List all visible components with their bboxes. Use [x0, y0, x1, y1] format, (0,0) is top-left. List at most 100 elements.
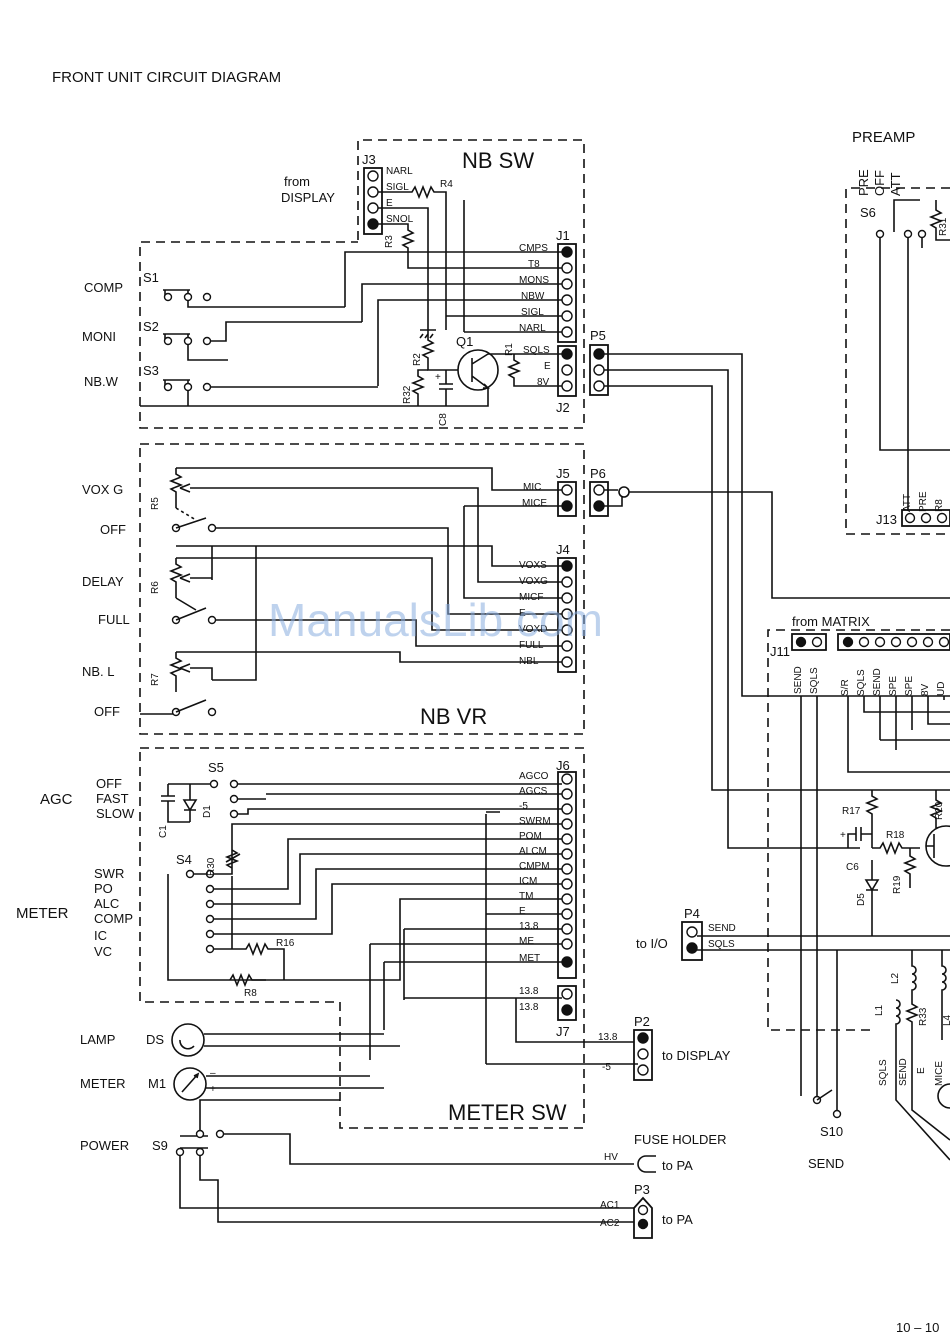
- r17-label: R17: [842, 806, 861, 817]
- nbl-label: NB. L: [82, 664, 115, 679]
- fuse-holder-note: FUSE HOLDER: [634, 1132, 726, 1147]
- j6-pin-label: TM: [519, 891, 533, 902]
- s2-switch: [163, 333, 212, 346]
- l4-inductor: [941, 950, 947, 1040]
- r8-label: R8: [244, 988, 257, 999]
- ic-label: IC: [94, 928, 107, 943]
- r31-label: R31: [938, 217, 949, 236]
- s3-label: S3: [143, 363, 159, 378]
- p2-connector: P2 13.8 -5 to DISPLAY: [486, 1014, 731, 1081]
- j3-pin-label: SNOL: [386, 214, 414, 225]
- j6-pin-label: ALCM: [519, 846, 547, 857]
- j1-pin-label: T8: [528, 259, 540, 270]
- page-number: 10 – 10: [896, 1320, 939, 1335]
- j3-connector: [363, 167, 383, 235]
- br-pin-label: SEND: [898, 1058, 909, 1086]
- matrix-pin-label: SPE: [904, 676, 915, 696]
- j6-label: J6: [556, 758, 570, 773]
- j5-pin-label: MIC: [523, 482, 541, 493]
- c6-capacitor: [847, 827, 872, 848]
- r20-label: R20: [934, 801, 945, 820]
- matrix-pin-label: UD: [936, 682, 947, 696]
- j2-label: J2: [556, 400, 570, 415]
- j2-pin-label: SQLS: [523, 345, 550, 356]
- matrix-pin-label: SPE: [888, 676, 899, 696]
- power-switch-s9: [175, 1129, 225, 1157]
- fuse-pin-label: HV: [604, 1152, 618, 1163]
- d1-diode: [182, 784, 198, 822]
- agc-fast-label: FAST: [96, 791, 129, 806]
- br-pin-label: E: [916, 1067, 927, 1074]
- r6-label: R6: [150, 581, 161, 594]
- meter-lbl: METER: [80, 1076, 126, 1091]
- r3-label: R3: [384, 235, 395, 248]
- j6-pin-label: SWRM: [519, 816, 551, 827]
- fuse-holder: FUSE HOLDER HV to PA: [604, 1132, 726, 1173]
- s5-label: S5: [208, 760, 224, 775]
- lamp-ds: [171, 1023, 205, 1057]
- matrix-pin-label: SEND: [872, 668, 883, 696]
- r6-pot: [168, 558, 212, 598]
- r30-label: R30: [206, 857, 217, 876]
- j3-label: J3: [362, 152, 376, 167]
- matrix-pin-label: 8V: [920, 683, 931, 696]
- m1-label: M1: [148, 1076, 166, 1091]
- j1-pin-label: NBW: [521, 291, 545, 302]
- meter-plus: +: [210, 1084, 216, 1095]
- r7-pot: [168, 652, 213, 692]
- preamp-block: PREAMP PRE OFF ATT S6 R31 J13 ATT PRE R8: [845, 129, 950, 535]
- agc-off-label: OFF: [96, 776, 122, 791]
- lamp-meter-power: LAMP DS METER M1 – + POWER S9: [80, 1023, 634, 1223]
- p2-label: P2: [634, 1014, 650, 1029]
- svg-text:+: +: [840, 830, 846, 841]
- swr-label: SWR: [94, 866, 124, 881]
- svg-text:+: +: [435, 372, 441, 383]
- p3-connector: P3 AC1 AC2 to PA: [600, 1182, 693, 1239]
- att-label: ATT: [888, 172, 903, 196]
- j11-pin-label: SQLS: [809, 667, 820, 694]
- q1-label: Q1: [456, 334, 473, 349]
- r1-label: R1: [504, 343, 515, 356]
- j6-pin-label: POM: [519, 831, 542, 842]
- meter-m1: [173, 1067, 207, 1101]
- j3-pin-label: NARL: [386, 166, 413, 177]
- j6-pin-label: ICM: [519, 876, 537, 887]
- r16-resistor: [214, 941, 285, 980]
- matrix-pin-label: S/R: [840, 679, 851, 696]
- r5-pot: [168, 468, 191, 508]
- nb-vr-label: NB VR: [420, 704, 487, 729]
- j1-label: J1: [556, 228, 570, 243]
- to-pa-note: to PA: [662, 1158, 693, 1173]
- s6-label: S6: [860, 205, 876, 220]
- j13-label: J13: [876, 512, 897, 527]
- d5-diode: [864, 860, 880, 936]
- j6-pin-label: MET: [519, 953, 540, 964]
- from-display-note: from: [284, 174, 310, 189]
- meter-label: METER: [16, 905, 69, 922]
- ds-label: DS: [146, 1032, 164, 1047]
- agc-slow-label: SLOW: [96, 806, 135, 821]
- pre-label: PRE: [856, 169, 871, 196]
- l2-label: L2: [890, 972, 901, 984]
- j7-pin-label: 13.8: [519, 986, 539, 997]
- j6-pin-label: AGCO: [519, 771, 549, 782]
- watermark: ManualsLib.com: [268, 594, 603, 646]
- nb-vr-block: NB VR J5 MIC MICE P6 J4 VOXS VOXG MICF E…: [82, 443, 950, 735]
- nbw-label: NB.W: [84, 374, 119, 389]
- l2-inductor: [911, 950, 917, 1000]
- j7-pin-label: 13.8: [519, 1002, 539, 1013]
- vc-label: VC: [94, 944, 112, 959]
- r2-label: R2: [412, 353, 423, 366]
- off-label: OFF: [94, 704, 120, 719]
- full-label: FULL: [98, 612, 130, 627]
- r4-label: R4: [440, 179, 453, 190]
- s4-label: S4: [176, 852, 192, 867]
- p3-pin-label: AC2: [600, 1218, 620, 1229]
- j2-pin-label: 8V: [537, 377, 550, 388]
- j5-pin-label: MICE: [522, 498, 547, 509]
- j6-pin-label: 13.8: [519, 921, 539, 932]
- j1-pin-label: SIGL: [521, 307, 544, 318]
- compm-label: COMP: [94, 911, 133, 926]
- alc-label: ALC: [94, 896, 119, 911]
- d1-label: D1: [202, 805, 213, 818]
